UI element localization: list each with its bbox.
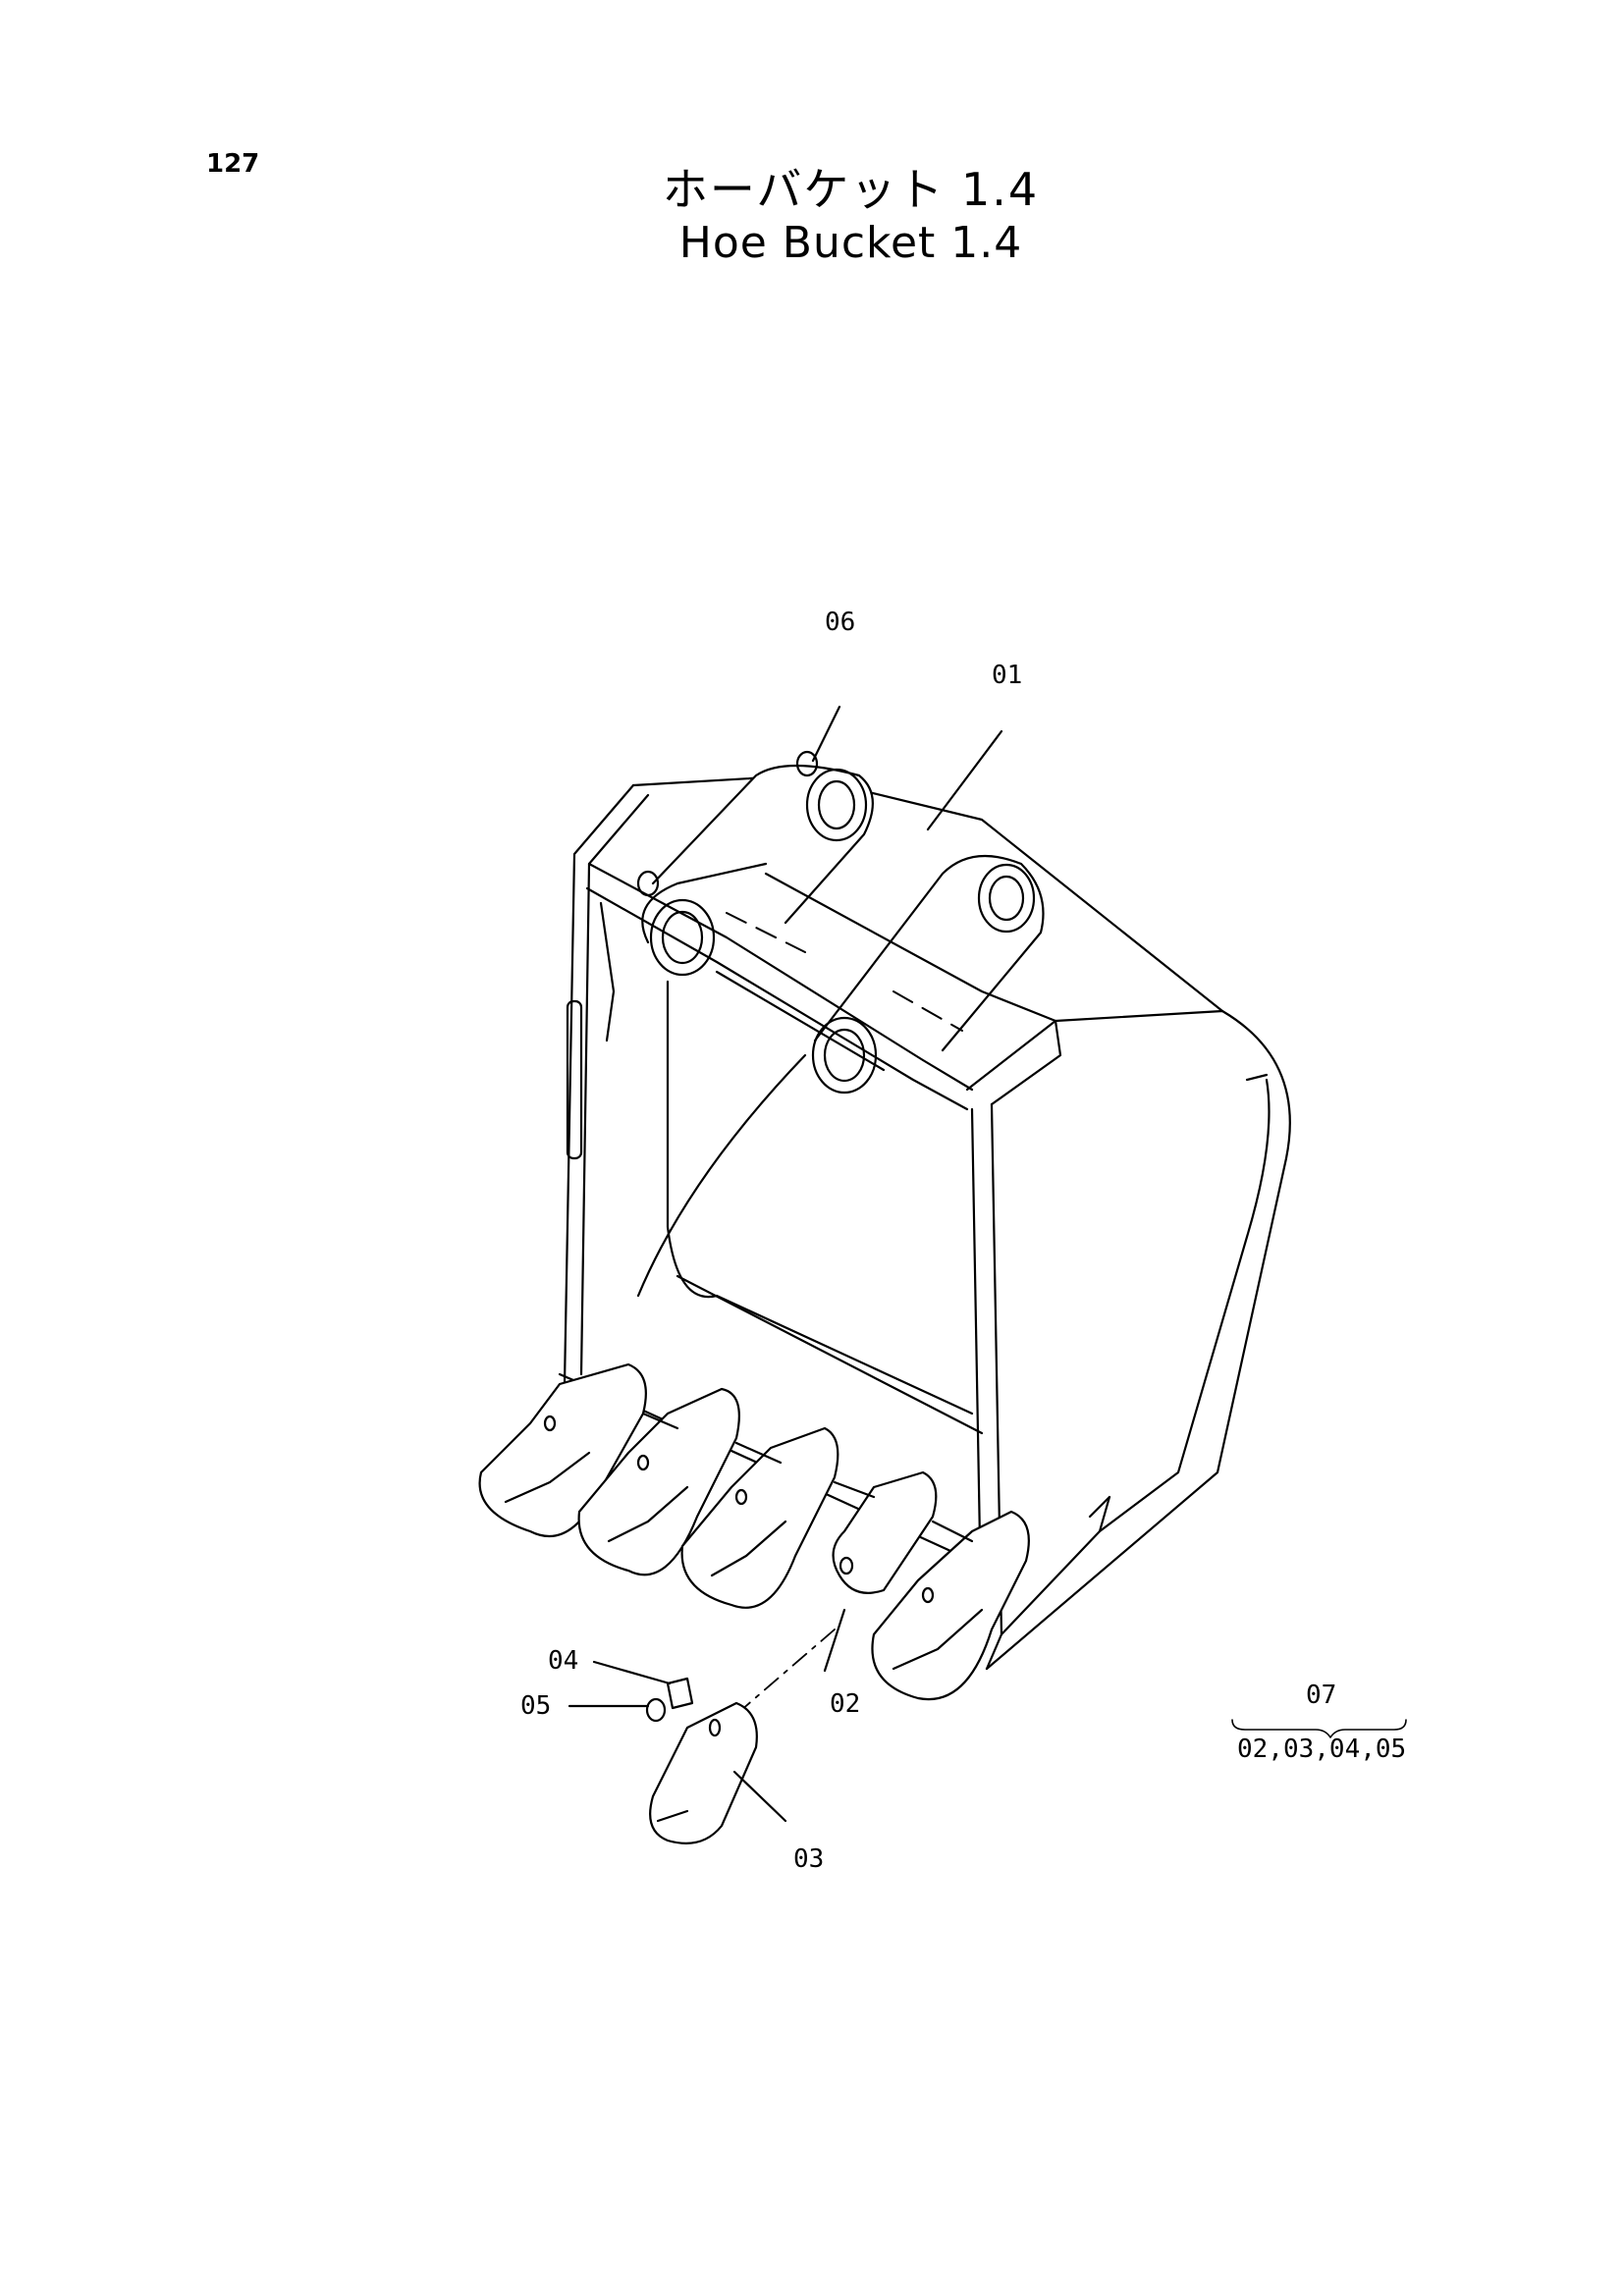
callout-05: 05 — [520, 1691, 551, 1721]
callout-07-includes: 02,03,04,05 — [1237, 1735, 1406, 1764]
exploded-tooth-assembly — [645, 1629, 836, 1844]
leader-lines — [568, 705, 1407, 1823]
callout-04: 04 — [548, 1646, 578, 1676]
callout-02: 02 — [830, 1689, 860, 1719]
callout-07: 07 — [1306, 1681, 1336, 1710]
bucket-teeth — [478, 1362, 1030, 1701]
title-english: Hoe Bucket 1.4 — [678, 218, 1023, 268]
callout-03: 03 — [793, 1844, 824, 1874]
callout-06: 06 — [825, 608, 855, 637]
bucket-lugs — [636, 750, 1057, 1095]
title-block: ホーバケット 1.4 Hoe Bucket 1.4 — [0, 162, 1623, 270]
page-number: 127 — [206, 149, 260, 179]
bucket-body — [558, 774, 1291, 1671]
title-japanese: ホーバケット 1.4 — [662, 163, 1040, 216]
callout-01: 01 — [992, 661, 1022, 690]
